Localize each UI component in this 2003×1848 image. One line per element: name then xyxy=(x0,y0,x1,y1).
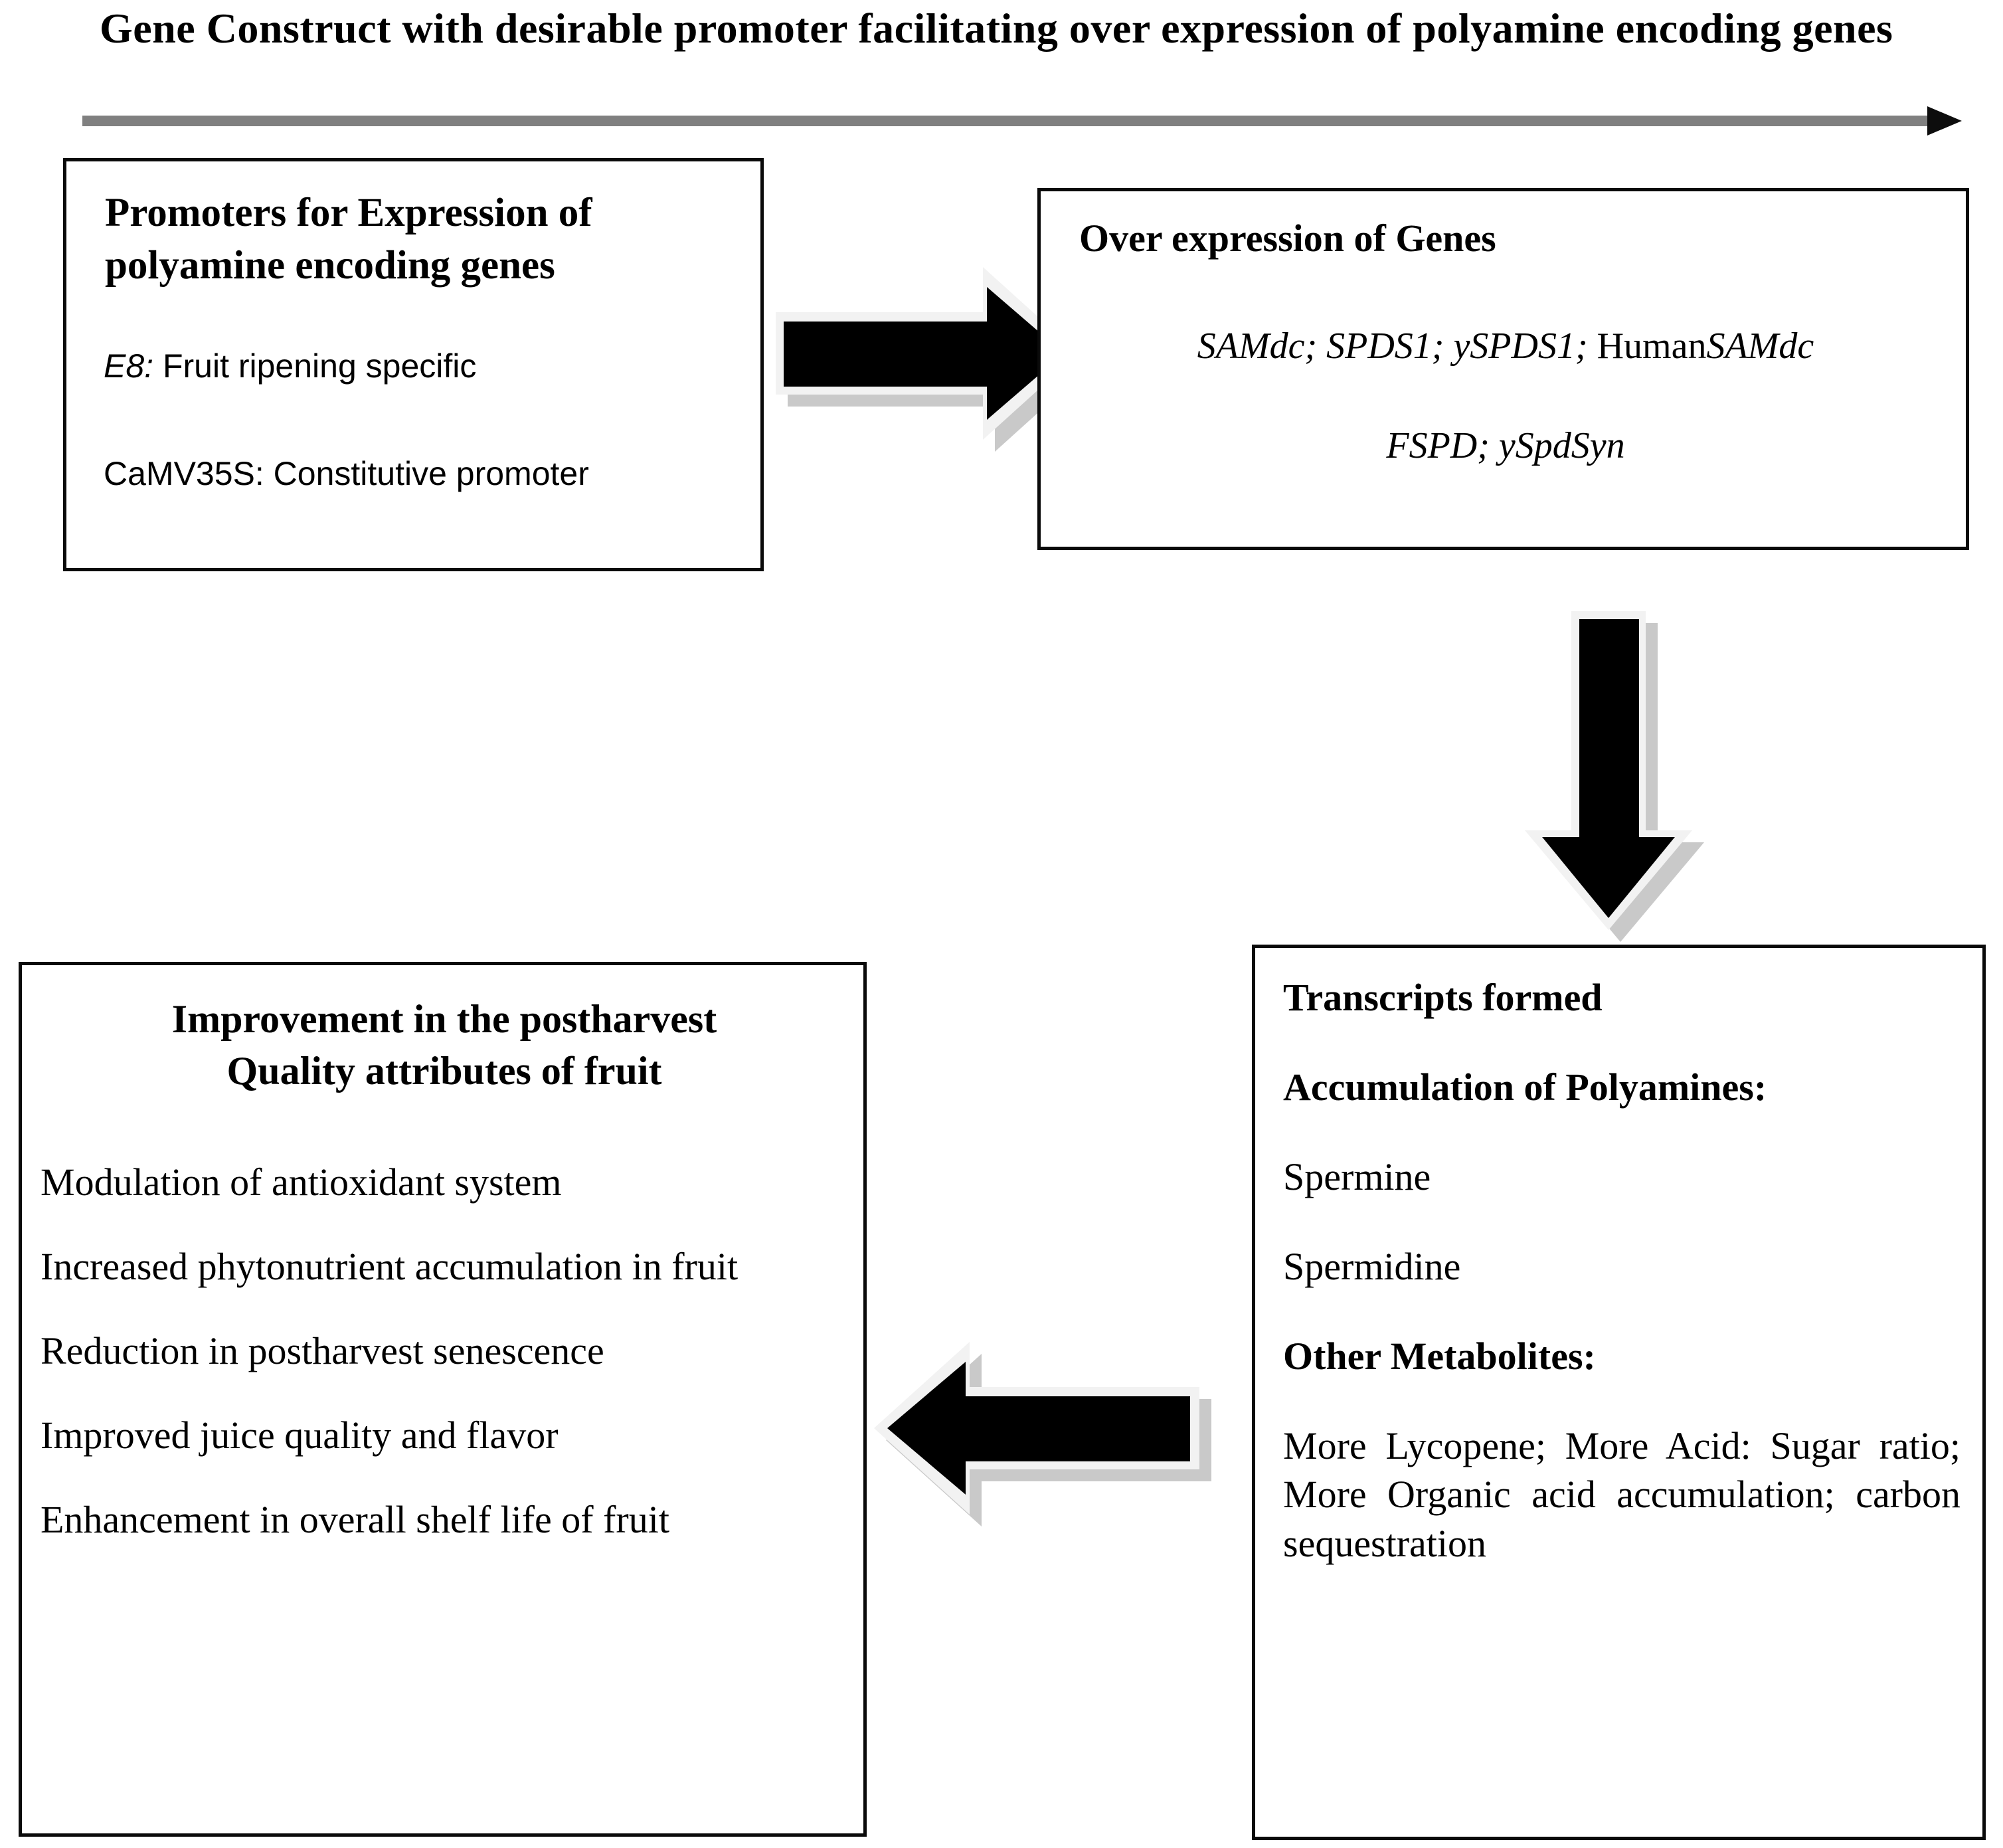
over-expression-box: Over expression of Genes SAMdc; SPDS1; y… xyxy=(1037,188,1969,550)
list-item: Increased phytonutrient accumulation in … xyxy=(41,1245,739,1289)
transcripts-box: Transcripts formed Accumulation of Polya… xyxy=(1252,945,1986,1840)
promoter-camv35s-label: CaMV35S: xyxy=(104,455,264,492)
other-metabolites-subheading: Other Metabolites: xyxy=(1283,1335,1596,1378)
quality-heading-line-2: Quality attributes of fruit xyxy=(226,1049,662,1093)
quality-improvement-box: Improvement in the postharvest Quality a… xyxy=(19,962,867,1837)
transcripts-heading: Transcripts formed xyxy=(1283,976,1603,1019)
process-direction-arrow xyxy=(82,106,1968,136)
list-item: Enhancement in overall shelf life of fru… xyxy=(41,1498,669,1542)
process-direction-arrow-head-icon xyxy=(1927,106,1962,136)
gene-list-italic-group-a: SAMdc; SPDS1; ySPDS1; xyxy=(1197,325,1597,367)
list-item: Reduction in postharvest senescence xyxy=(41,1329,604,1373)
process-direction-arrow-line xyxy=(82,116,1935,126)
quality-attribute-list: Modulation of antioxidant system Increas… xyxy=(41,1158,861,1544)
promoter-e8-text: Fruit ripening specific xyxy=(153,347,477,385)
promoter-item-camv35s: CaMV35S: Constitutive promoter xyxy=(104,454,754,494)
promoter-item-e8: E8: Fruit ripening specific xyxy=(104,346,741,386)
left-block-arrow-icon xyxy=(863,1335,1222,1534)
over-expression-heading: Over expression of Genes xyxy=(1079,217,1496,260)
quality-heading-line-1: Improvement in the postharvest xyxy=(171,997,717,1041)
gene-list-roman-human: Human xyxy=(1597,325,1707,367)
promoter-camv35s-text: Constitutive promoter xyxy=(264,455,589,492)
promoters-box-heading: Promoters for Expression of polyamine en… xyxy=(105,191,592,288)
gene-list-line-1: SAMdc; SPDS1; ySPDS1; HumanSAMdc xyxy=(1081,324,1931,369)
other-metabolites-text: More Lycopene; More Acid: Sugar ratio; M… xyxy=(1283,1424,1960,1565)
list-item: Improved juice quality and flavor xyxy=(41,1414,559,1457)
polyamine-item-spermidine: Spermidine xyxy=(1283,1245,1461,1289)
gene-list-italic-samdc: SAMdc xyxy=(1706,325,1814,367)
polyamine-item-spermine: Spermine xyxy=(1283,1155,1431,1199)
down-block-arrow-icon xyxy=(1508,606,1713,951)
accumulation-polyamines-subheading: Accumulation of Polyamines: xyxy=(1283,1065,1767,1109)
page-title: Gene Construct with desirable promoter f… xyxy=(100,5,1893,52)
gene-list-line-2: FSPD; ySpdSyn xyxy=(1386,425,1625,466)
promoters-box: Promoters for Expression of polyamine en… xyxy=(63,158,764,571)
list-item: Modulation of antioxidant system xyxy=(41,1160,562,1204)
transcripts-content: Transcripts formed Accumulation of Polya… xyxy=(1283,973,1960,1568)
quality-improvement-heading: Improvement in the postharvest Quality a… xyxy=(52,993,836,1097)
promoter-e8-label: E8: xyxy=(104,347,154,385)
right-block-arrow-icon xyxy=(764,260,1096,460)
